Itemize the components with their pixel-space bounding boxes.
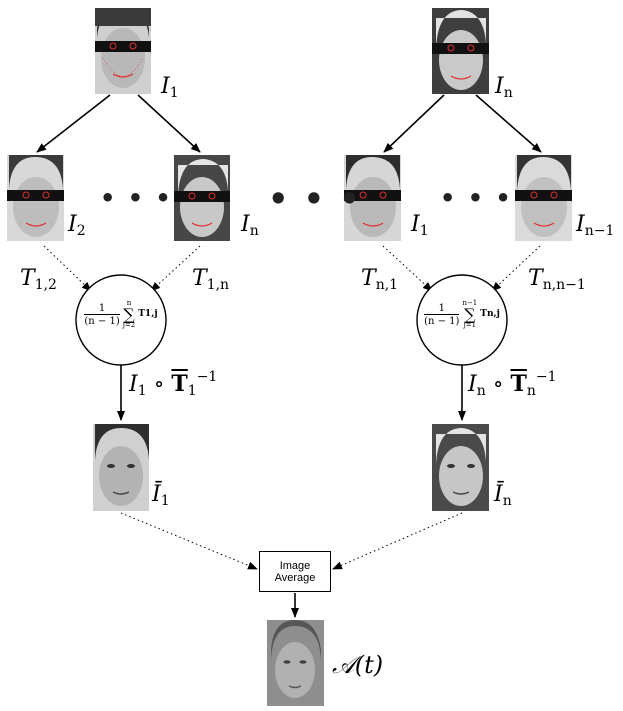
face-mid-in-left: [174, 155, 230, 241]
label-average: 𝒜(t): [332, 651, 384, 679]
ellipsis-right: • • •: [440, 184, 513, 212]
sum-right-lower: j=1: [463, 321, 477, 330]
arrow-top-right-to-i1: [383, 94, 445, 153]
edge-label-tnn1-sub: n,n−1: [542, 277, 586, 293]
ellipsis-center: • • •: [268, 180, 362, 218]
dotted-mean-right-to-avg: [332, 512, 463, 570]
label-mid-i2-sub: 2: [76, 223, 86, 239]
sum-left-sigma: ∑: [123, 304, 135, 324]
label-mid-i2-main: I: [68, 212, 77, 237]
operator-right: In ∘ Tn−1: [468, 370, 557, 398]
operator-left-sup: −1: [196, 369, 218, 385]
operator-left-i-sub: 1: [137, 383, 147, 399]
label-top-left: I1: [161, 74, 179, 101]
label-mean-right-main: Ī: [494, 482, 503, 507]
sum-right-sigma: ∑: [464, 304, 476, 324]
sum-left-term: T1,j: [138, 308, 158, 319]
operator-left-tbar: T: [171, 371, 188, 397]
label-mid-i1: I1: [411, 212, 429, 239]
edge-label-tn1-sub: n,1: [375, 277, 399, 293]
dotted-i2-to-sum-left: [43, 245, 92, 292]
face-mid-i2: [7, 155, 64, 241]
edge-label-t1n: T1,n: [192, 266, 230, 293]
sum-right-frac-num: 1: [438, 302, 445, 314]
label-mean-left-main: Ī: [152, 482, 161, 507]
face-mid-in1: [515, 155, 572, 241]
label-mean-left-sub: 1: [160, 493, 170, 509]
ellipsis-left: • • •: [100, 184, 173, 212]
operator-left-circ: ∘: [146, 372, 172, 397]
edge-label-t1n-sub: 1,n: [206, 277, 230, 293]
operator-left-i: I: [129, 372, 138, 397]
label-top-right-sub: n: [503, 85, 513, 101]
dotted-mean-left-to-avg: [120, 512, 258, 570]
label-mid-in1: In−1: [576, 212, 615, 239]
label-mid-i1-sub: 1: [419, 223, 429, 239]
image-average-box: Image Average: [259, 551, 331, 592]
operator-right-i-sub: n: [476, 383, 486, 399]
edge-label-tn1-main: T: [361, 266, 376, 291]
operator-right-tbar-sub: n: [526, 383, 536, 399]
image-average-line2: Average: [274, 571, 316, 584]
arrow-top-right-to-in1: [475, 94, 542, 153]
label-mean-left: Ī1: [152, 482, 170, 509]
label-top-left-sub: 1: [169, 85, 179, 101]
dotted-i1-to-sum-right: [382, 245, 433, 292]
edge-label-tnn1: Tn,n−1: [528, 266, 586, 293]
image-average-line1: Image: [279, 559, 311, 572]
operator-right-circ: ∘: [485, 372, 511, 397]
label-mean-right: Īn: [494, 482, 512, 509]
arrow-top-left-to-in: [137, 94, 201, 153]
label-mid-i2: I2: [68, 212, 86, 239]
face-top-left: [95, 8, 151, 94]
edge-label-t12: T1,2: [20, 266, 57, 293]
label-mid-in-left-sub: n: [249, 223, 259, 239]
operator-left: I1 ∘ T1−1: [129, 370, 217, 398]
edge-label-t1n-main: T: [192, 266, 207, 291]
operator-right-sup: −1: [535, 369, 557, 385]
label-mid-in1-sub: n−1: [584, 223, 615, 239]
edge-label-t12-sub: 1,2: [34, 277, 57, 293]
operator-left-tbar-sub: 1: [187, 383, 197, 399]
label-mid-in1-main: I: [576, 212, 585, 237]
face-top-right: [432, 8, 489, 94]
sum-left-upper: n: [126, 299, 132, 307]
operator-right-i: I: [468, 372, 477, 397]
face-mean-left: [93, 424, 149, 511]
label-mid-in-left: In: [241, 212, 259, 239]
edge-label-tn1: Tn,1: [361, 266, 399, 293]
sum-right-upper: n−1: [462, 299, 478, 307]
label-mid-i1-main: I: [411, 212, 420, 237]
sum-formula-left: 1 (n − 1) n ∑ j=2 T1,j: [78, 299, 164, 330]
edge-label-t12-main: T: [20, 266, 35, 291]
dotted-in1-to-sum-right: [491, 245, 541, 292]
label-top-left-main: I: [161, 74, 170, 99]
operator-right-tbar: T: [510, 371, 527, 397]
sum-right-term: Tn,j: [480, 308, 500, 319]
sum-left-lower: j=2: [122, 321, 136, 330]
face-average: [267, 620, 324, 706]
arrow-top-left-to-i2: [36, 94, 111, 153]
sum-left-frac-num: 1: [98, 302, 106, 314]
label-mid-in-left-main: I: [241, 212, 250, 237]
sum-right-frac-den: (n − 1): [424, 313, 460, 327]
dotted-in-to-sum-left: [150, 245, 201, 292]
label-mean-right-sub: n: [502, 493, 512, 509]
face-mean-right: [432, 424, 489, 511]
sum-left-frac-den: (n − 1): [84, 313, 120, 327]
label-top-right-main: I: [495, 74, 504, 99]
face-mid-i1: [344, 155, 401, 241]
sum-formula-right: 1 (n − 1) n−1 ∑ j=1 Tn,j: [419, 299, 505, 330]
edge-label-tnn1-main: T: [528, 266, 543, 291]
label-top-right: In: [495, 74, 513, 101]
